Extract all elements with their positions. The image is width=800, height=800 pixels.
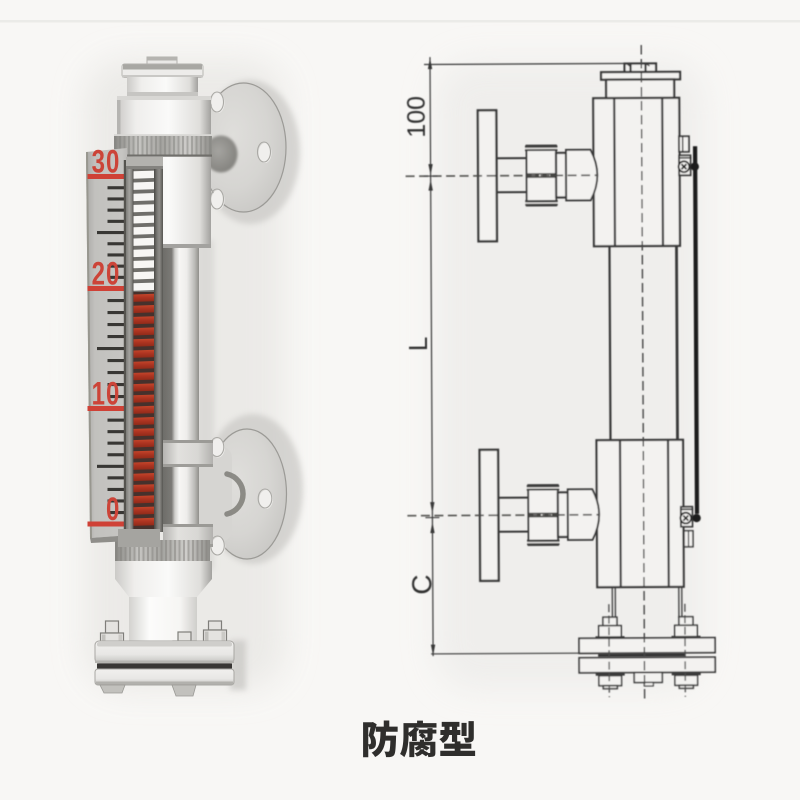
- svg-text:10: 10: [92, 375, 121, 411]
- svg-text:20: 20: [92, 255, 121, 291]
- svg-text:30: 30: [92, 143, 121, 179]
- svg-text:0: 0: [106, 491, 120, 527]
- svg-text:100: 100: [403, 96, 431, 138]
- svg-text:L: L: [403, 337, 433, 352]
- svg-text:C: C: [406, 574, 437, 594]
